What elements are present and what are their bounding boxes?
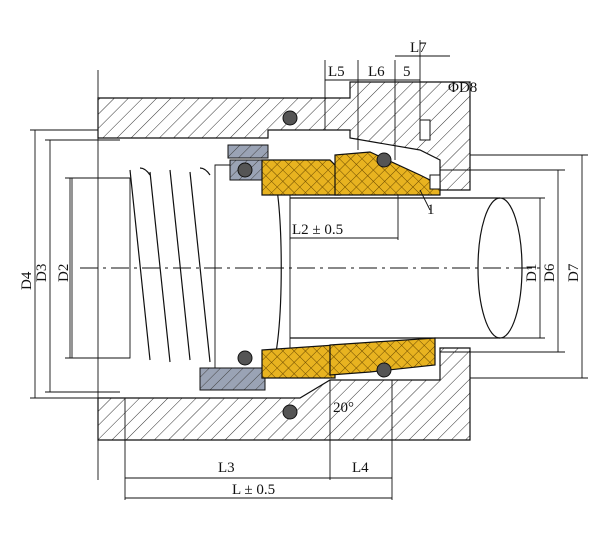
oring-sleeve-bottom bbox=[237, 350, 253, 366]
shaft bbox=[290, 197, 500, 339]
stationary-face-bottom bbox=[329, 337, 436, 376]
label-5: 5 bbox=[403, 64, 411, 80]
dimension-lines bbox=[34, 55, 583, 499]
oring-housing-top bbox=[282, 110, 298, 126]
oring-face-bottom bbox=[376, 362, 392, 378]
label-D2: D2 bbox=[56, 264, 72, 282]
label-L5: L5 bbox=[328, 64, 345, 80]
pin-bottom bbox=[429, 174, 441, 190]
label-D4: D4 bbox=[19, 271, 35, 290]
sleeve-bottom bbox=[199, 367, 266, 391]
label-L7: L7 bbox=[410, 40, 427, 56]
label-L2: L2 ± 0.5 bbox=[292, 222, 343, 238]
label-L3: L3 bbox=[218, 460, 235, 476]
label-D6: D6 bbox=[542, 263, 558, 282]
oring-sleeve-top bbox=[237, 162, 253, 178]
oring-face-top bbox=[376, 152, 392, 168]
label-1: 1 bbox=[427, 202, 435, 218]
label-L4: L4 bbox=[352, 460, 369, 476]
housing-bottom bbox=[97, 347, 471, 441]
rotating-face-top bbox=[261, 159, 341, 196]
label-D8: ΦD8 bbox=[448, 80, 477, 96]
housing-top bbox=[97, 81, 471, 191]
sleeve-left bbox=[227, 144, 269, 159]
label-angle: 20° bbox=[333, 400, 354, 416]
rotating-face-bottom bbox=[261, 344, 336, 379]
label-D3: D3 bbox=[34, 264, 50, 282]
oring-housing-bottom bbox=[282, 404, 298, 420]
label-D1: D1 bbox=[524, 264, 540, 282]
label-L: L ± 0.5 bbox=[232, 482, 275, 498]
label-D7: D7 bbox=[566, 263, 582, 282]
anti-rotation-pin bbox=[419, 119, 431, 141]
label-L6: L6 bbox=[368, 64, 385, 80]
